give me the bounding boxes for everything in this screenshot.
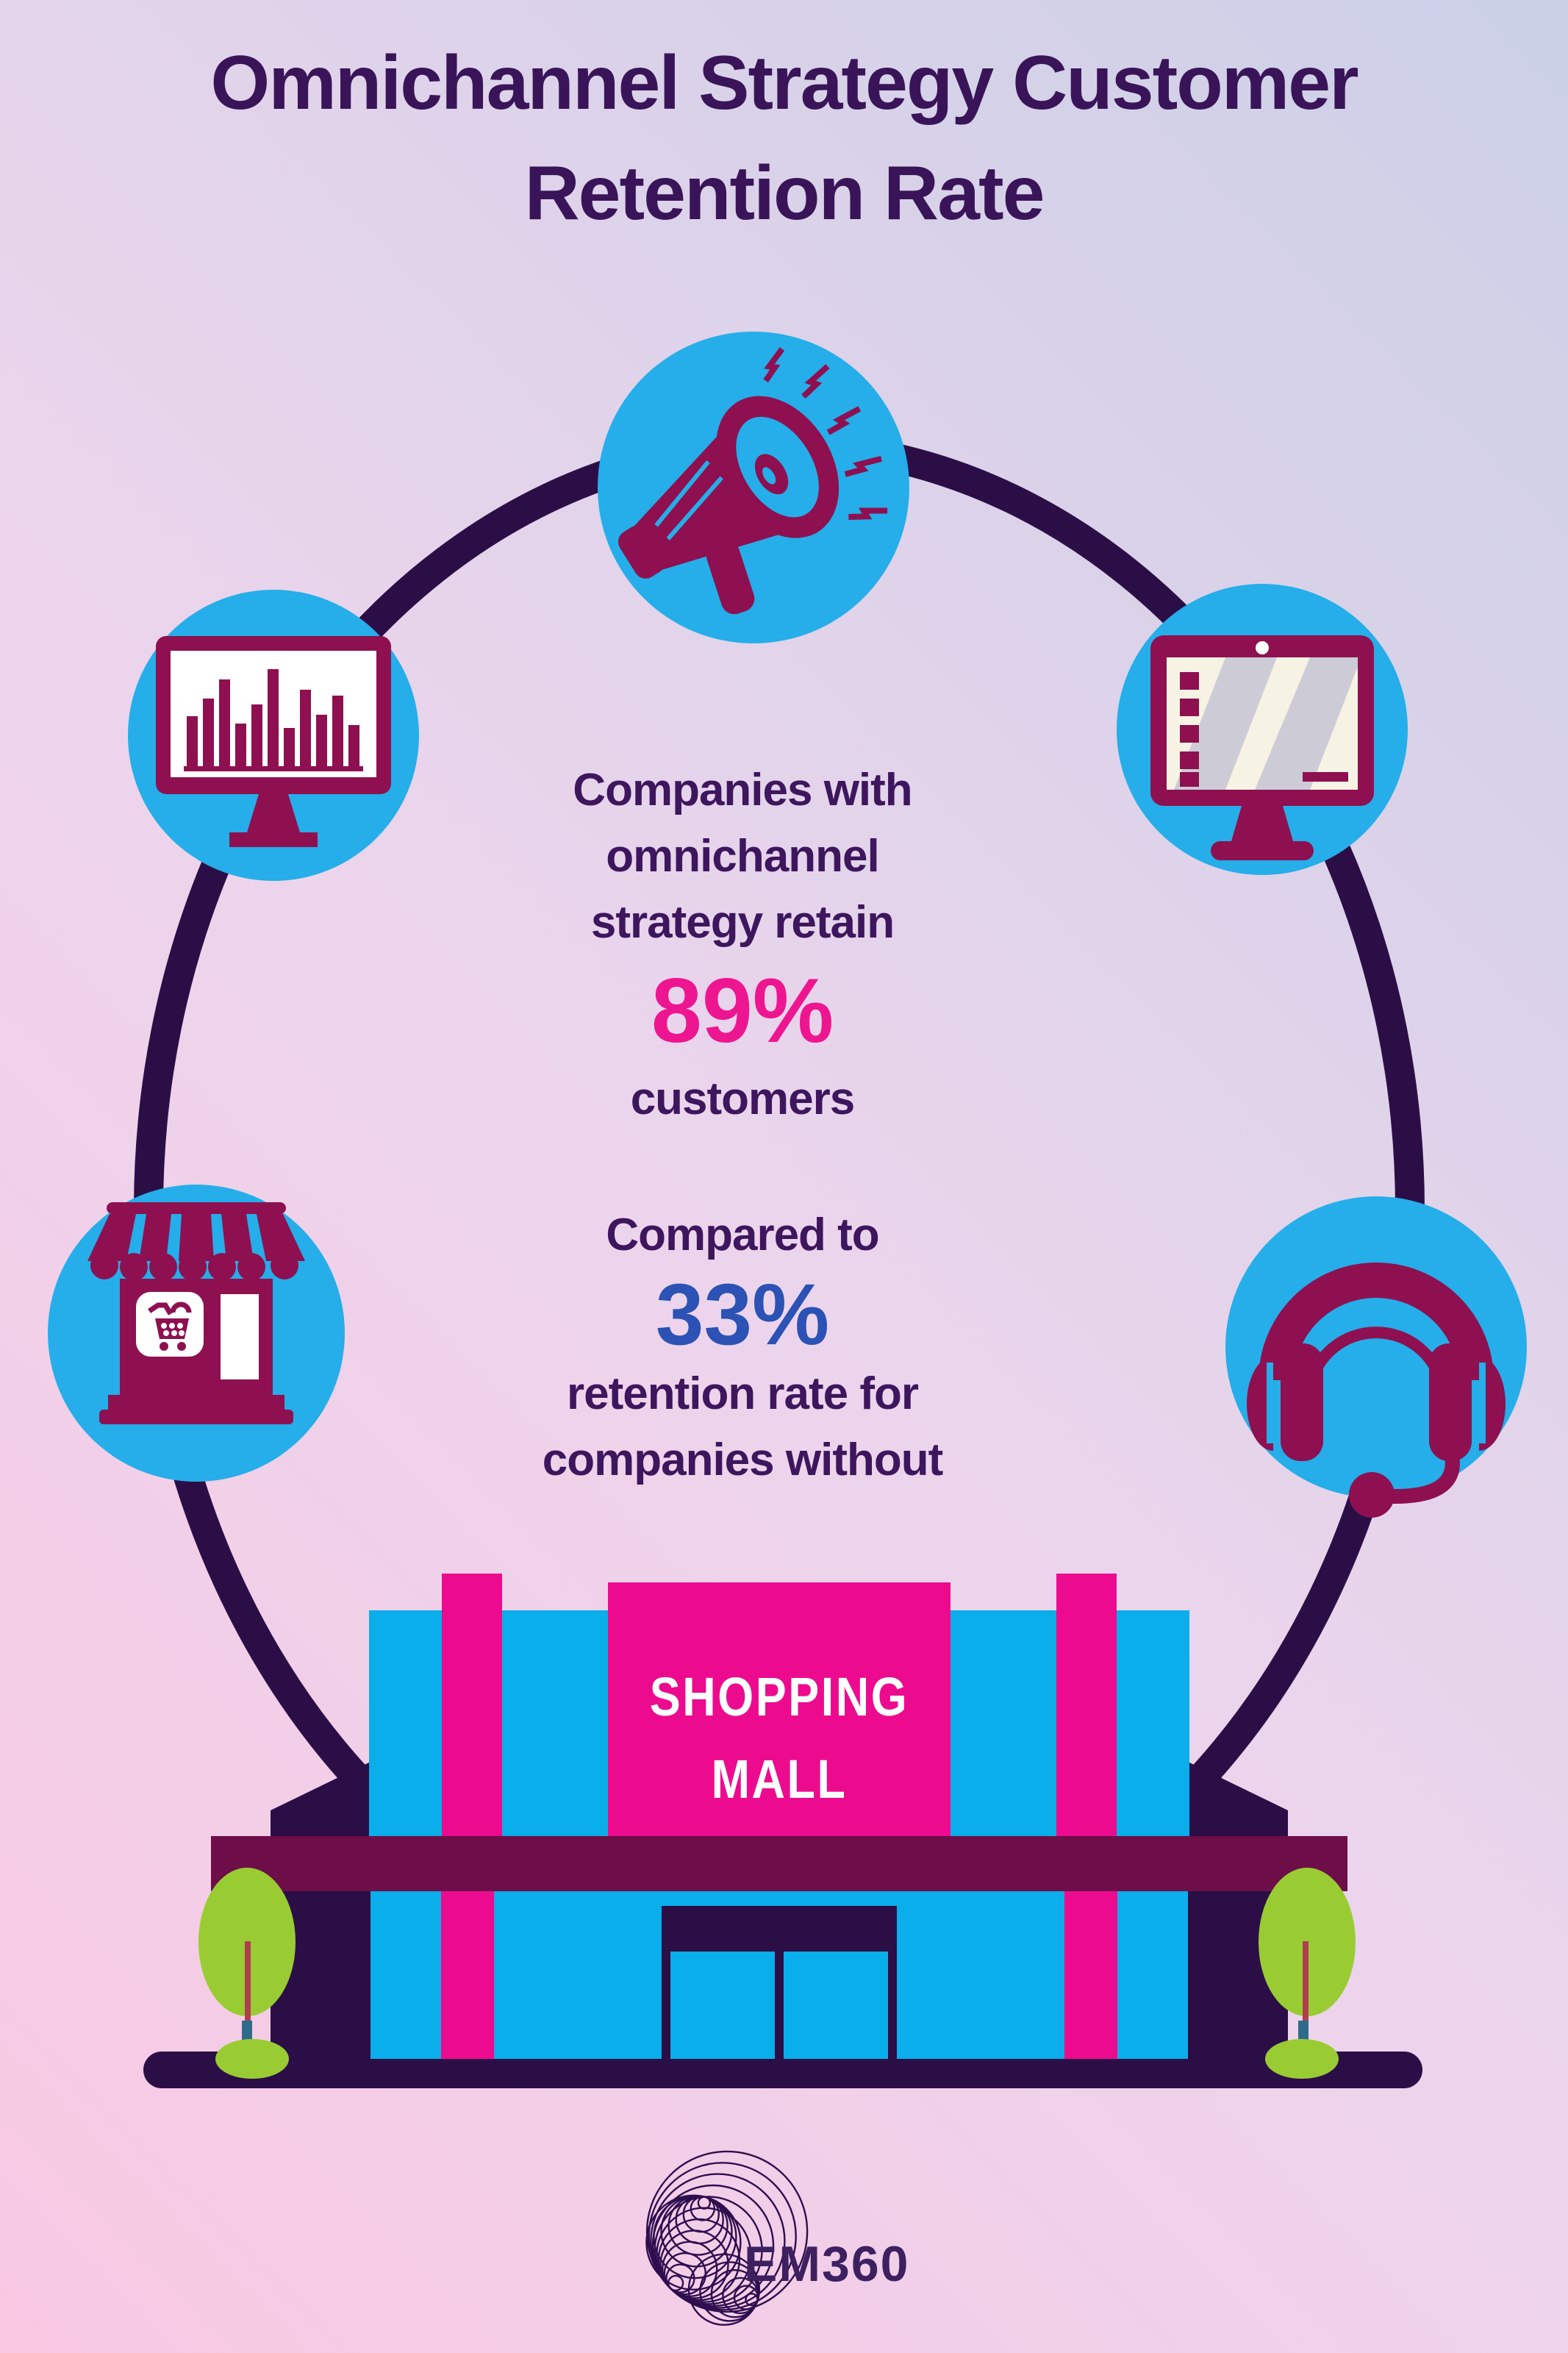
stat-line: Compared to: [606, 1210, 879, 1260]
tree-left: [198, 1868, 296, 2079]
stat-without-omnichannel: Compared to 33% retention rate for compa…: [0, 1202, 1485, 1493]
stat-line: retention rate for: [566, 1368, 919, 1419]
megaphone-icon: [598, 332, 909, 643]
door-header: [662, 1906, 897, 1952]
analytics-monitor-icon: [128, 590, 419, 881]
lightning-bolts: [763, 347, 888, 520]
stat-line: omnichannel: [606, 831, 879, 882]
page-title: Omnichannel Strategy Customer Retention …: [0, 28, 1568, 249]
shop-door: [221, 1294, 259, 1379]
door-left: [670, 1952, 775, 2059]
stat-value-89: 89%: [651, 960, 834, 1062]
title-line-1: Omnichannel Strategy Customer: [210, 40, 1358, 126]
ground-bar: [143, 2052, 1422, 2088]
title-line-2: Retention Rate: [524, 151, 1045, 236]
shopping-mall-illustration: [143, 1574, 1422, 2088]
tree-right: [1259, 1868, 1356, 2079]
stat-line: strategy retain: [590, 897, 895, 948]
stat-value-33: 33%: [655, 1266, 830, 1363]
mic-boom: [1390, 1444, 1460, 1504]
stat-with-omnichannel: Companies with omnichannel strategy reta…: [0, 757, 1485, 1132]
brand-name: EM360: [744, 2236, 910, 2292]
menu-squares: [1180, 672, 1348, 787]
stat-line: companies without: [542, 1435, 943, 1485]
door-right: [784, 1952, 888, 2059]
cart-glyph: [148, 1302, 192, 1351]
mall-sign-text: SHOPPING MALL: [634, 1656, 925, 1821]
headset-icon: [1225, 1196, 1527, 1518]
bar-chart-glyph: [184, 669, 363, 771]
mall-band: [211, 1836, 1347, 1891]
mic-ball: [1349, 1472, 1395, 1518]
stat-line: Companies with: [573, 765, 912, 815]
em360-logo-mark: [645, 2150, 809, 2326]
mall-sign-line-2: MALL: [711, 1749, 848, 1810]
desktop-monitor-icon: [1117, 584, 1408, 875]
mall-sign-line-1: SHOPPING: [649, 1666, 909, 1727]
webcam-dot: [1256, 641, 1269, 654]
storefront-icon: [48, 1185, 345, 1482]
stat-line: customers: [630, 1074, 856, 1124]
